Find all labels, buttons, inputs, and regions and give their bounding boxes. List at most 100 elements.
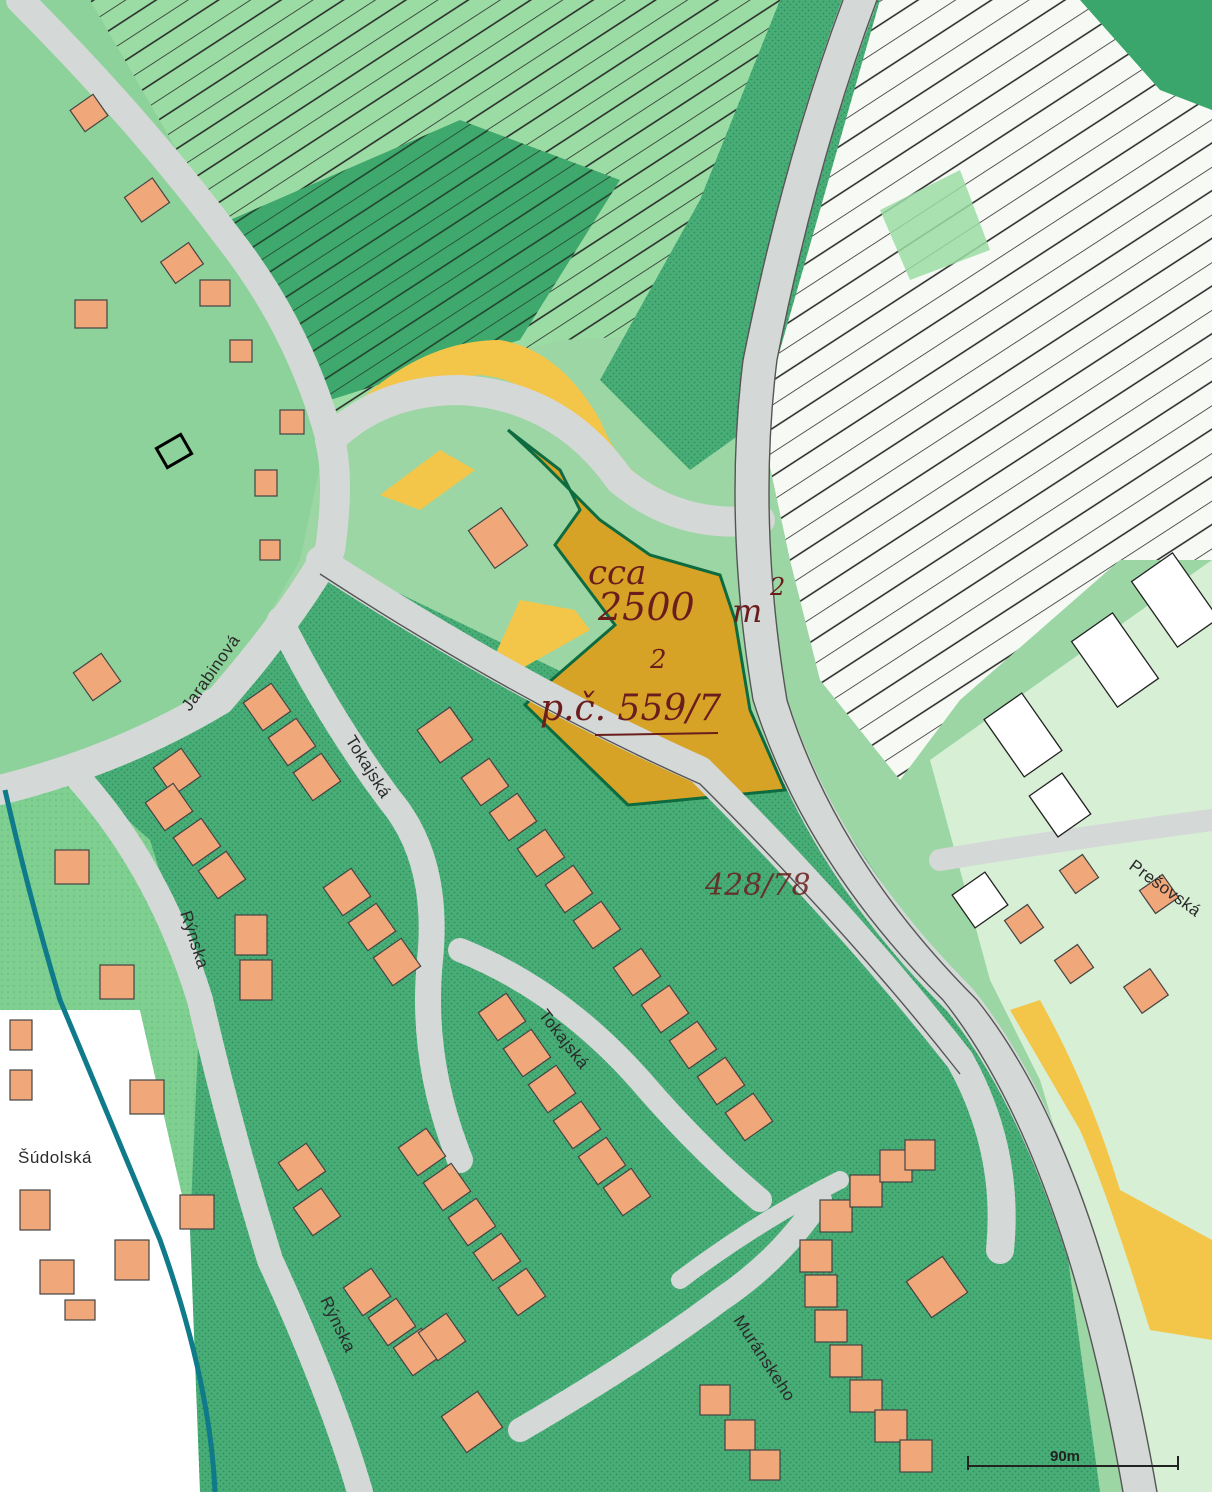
building bbox=[342, 1267, 392, 1317]
building bbox=[814, 1309, 848, 1343]
building bbox=[279, 409, 305, 435]
building bbox=[804, 1274, 838, 1308]
annotation-underline bbox=[594, 732, 719, 736]
building bbox=[572, 900, 622, 950]
building bbox=[417, 1312, 467, 1362]
road-tokajska-east bbox=[448, 938, 772, 1212]
building bbox=[114, 1239, 150, 1281]
building bbox=[905, 1255, 969, 1319]
road-inner-service bbox=[671, 1171, 849, 1289]
building bbox=[447, 1197, 497, 1247]
building bbox=[234, 914, 268, 956]
building bbox=[1003, 903, 1045, 945]
building bbox=[696, 1056, 746, 1106]
house-outline bbox=[951, 871, 1009, 929]
building bbox=[54, 849, 90, 885]
building bbox=[488, 792, 538, 842]
village-southwest bbox=[0, 1010, 200, 1492]
building bbox=[602, 1167, 652, 1217]
building bbox=[460, 757, 510, 807]
building bbox=[1122, 967, 1170, 1015]
building bbox=[254, 469, 278, 497]
road-northwest-village bbox=[6, 0, 344, 454]
building bbox=[422, 1162, 472, 1212]
building bbox=[292, 1187, 342, 1237]
building bbox=[467, 506, 529, 570]
building bbox=[179, 1194, 215, 1230]
building bbox=[819, 1199, 853, 1233]
building bbox=[724, 1419, 756, 1451]
house-outline bbox=[1130, 551, 1212, 649]
building bbox=[123, 177, 171, 223]
building bbox=[9, 1019, 33, 1051]
building bbox=[367, 1297, 417, 1347]
annotation-parcel-number: p.č. 559/7 bbox=[540, 688, 721, 729]
road-edges bbox=[319, 0, 1158, 1492]
road-main-north-south bbox=[735, 0, 1157, 1492]
annotation-cca: cca bbox=[588, 553, 646, 593]
village-northwest bbox=[0, 0, 330, 800]
building bbox=[544, 864, 594, 914]
building bbox=[152, 747, 202, 797]
building bbox=[416, 706, 474, 764]
building bbox=[577, 1136, 627, 1186]
building bbox=[1058, 853, 1100, 895]
building bbox=[874, 1409, 908, 1443]
building bbox=[197, 850, 247, 900]
building bbox=[699, 1384, 731, 1416]
annotation-area-value: 2500 bbox=[597, 585, 695, 629]
yellow-zone-east bbox=[1010, 1000, 1212, 1340]
building bbox=[199, 279, 231, 307]
marked-outline bbox=[154, 432, 194, 470]
building bbox=[1138, 873, 1180, 915]
building bbox=[129, 1079, 165, 1115]
building bbox=[172, 817, 222, 867]
building bbox=[74, 299, 108, 329]
scale-bar-label: 90m bbox=[1050, 1448, 1080, 1465]
scale-bar: 90m bbox=[967, 1448, 1179, 1470]
annotation-parcel-sub: 2 bbox=[649, 645, 667, 675]
building bbox=[397, 1127, 447, 1177]
road-loop bbox=[315, 375, 775, 537]
building bbox=[502, 1028, 552, 1078]
building bbox=[829, 1344, 863, 1378]
road-muranskeho bbox=[508, 1188, 832, 1442]
building bbox=[229, 339, 253, 363]
green-patch-northeast-2 bbox=[1080, 0, 1212, 110]
building bbox=[347, 902, 397, 952]
road-jarabinova bbox=[0, 425, 350, 805]
house-outline bbox=[983, 692, 1063, 778]
building bbox=[724, 1092, 774, 1142]
residential-outlines-east bbox=[951, 551, 1212, 929]
building bbox=[749, 1449, 781, 1481]
building bbox=[516, 828, 566, 878]
road-edge-diagonal bbox=[319, 573, 961, 1075]
road-edge-main bbox=[768, 0, 1158, 1492]
building bbox=[552, 1100, 602, 1150]
building bbox=[612, 947, 662, 997]
street-label-sudolska: Šúdolská bbox=[18, 1148, 92, 1167]
parcel-strips-dark bbox=[230, 120, 620, 400]
building bbox=[267, 717, 317, 767]
building bbox=[19, 1189, 51, 1231]
road-rynska bbox=[67, 767, 373, 1492]
building bbox=[9, 1069, 33, 1101]
building bbox=[668, 1020, 718, 1070]
building bbox=[849, 1174, 883, 1208]
road-diagonal bbox=[306, 546, 1016, 1264]
building bbox=[159, 241, 205, 285]
road-edge-main-2 bbox=[734, 0, 1124, 1492]
parcel-strips-northeast bbox=[760, 0, 1212, 780]
building bbox=[1053, 943, 1095, 985]
road-presovska bbox=[929, 809, 1212, 871]
building bbox=[239, 959, 273, 1001]
building bbox=[72, 652, 122, 702]
building bbox=[39, 1259, 75, 1295]
road-tokajska-west bbox=[267, 607, 473, 1173]
house-outline bbox=[1070, 611, 1160, 709]
building bbox=[69, 93, 109, 133]
building bbox=[292, 752, 342, 802]
building bbox=[144, 782, 194, 832]
